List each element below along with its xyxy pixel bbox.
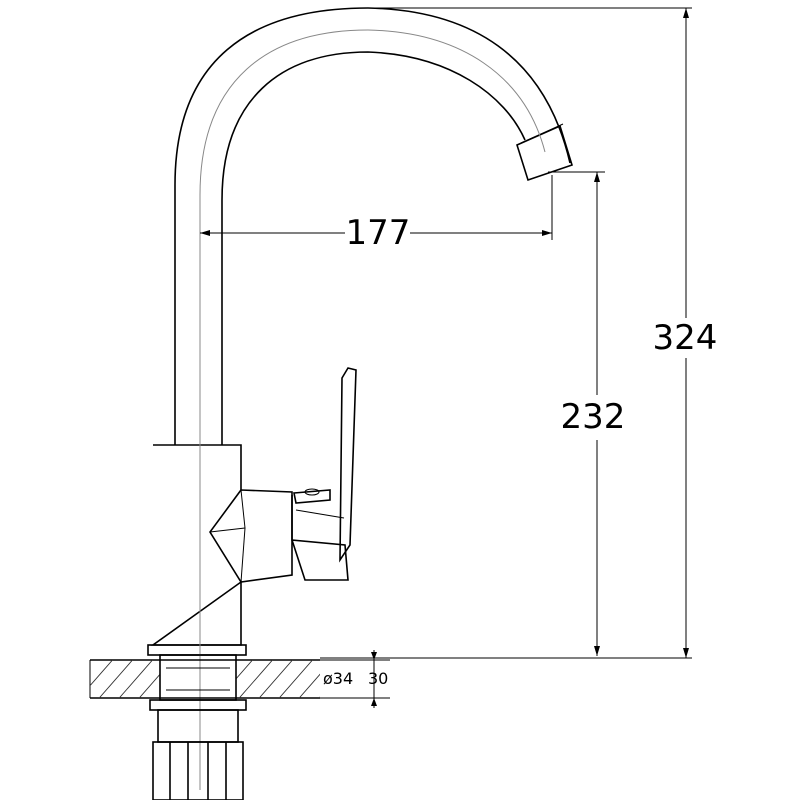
counter-thickness-label: 30 (368, 669, 388, 688)
total-height-label: 324 (653, 318, 718, 358)
reach-label: 177 (346, 213, 411, 253)
dimension-reach: 177 (200, 175, 553, 253)
hole-diameter-label: ø34 (323, 669, 353, 688)
spout (174, 7, 573, 445)
spout-height-label: 232 (561, 397, 626, 437)
dimension-spout-height: 232 (548, 171, 626, 656)
dimension-total-height: 324 (320, 7, 718, 659)
faucet-body (147, 440, 247, 790)
dimension-hole: ø34 30 (320, 650, 390, 708)
mounting-shank (149, 654, 247, 800)
lever-handle (209, 367, 357, 583)
